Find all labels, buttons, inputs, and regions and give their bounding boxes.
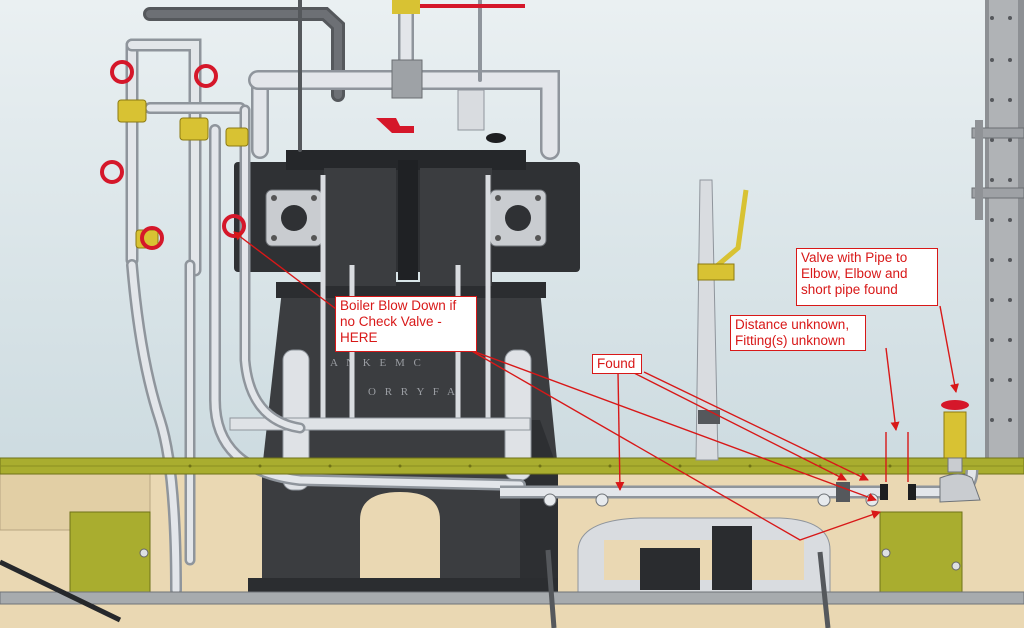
arrow-found-2	[631, 371, 847, 481]
pipe-end-left	[880, 484, 888, 500]
arrow-blowdown-to-valve	[233, 231, 341, 313]
arrow-blowdown-to-pipe	[469, 349, 877, 502]
callout-valve: Valve with Pipe to Elbow, Elbow and shor…	[796, 248, 938, 306]
engine-plate-line1: A N K E M C	[330, 357, 424, 369]
arrow-valve	[939, 305, 959, 393]
lower-machinery	[0, 517, 1024, 628]
pipe-union	[836, 482, 850, 502]
arrow-blowdown-to-floor	[469, 349, 881, 541]
arrow-distance	[885, 347, 900, 431]
arrow-found-1	[615, 371, 625, 491]
right-valve	[941, 400, 969, 473]
elbow-icon	[939, 473, 981, 503]
annotation-arrows	[233, 231, 959, 541]
right-floor-block	[879, 511, 963, 593]
pipe-end-right	[908, 484, 916, 500]
handwheel-icon	[194, 64, 218, 88]
lever-assembly	[695, 179, 749, 461]
engine-plate-line2: O R R Y F A	[368, 386, 458, 398]
callout-distance: Distance unknown, Fitting(s) unknown	[730, 315, 866, 351]
callout-found: Found	[592, 354, 642, 374]
right-flange	[489, 189, 547, 247]
callout-blowdown: Boiler Blow Down if no Check Valve - HER…	[335, 296, 477, 352]
handwheel-icon	[140, 226, 164, 250]
dimension-ticks	[885, 432, 909, 482]
engine-frame: A N K E M C O R R Y F A	[248, 282, 558, 592]
left-floor-block	[69, 511, 151, 593]
handwheel-icon	[100, 160, 124, 184]
handwheel-icon	[110, 60, 134, 84]
left-pipe-tree	[125, 38, 526, 596]
arrow-found-3	[643, 371, 869, 481]
left-flange	[265, 189, 323, 247]
main-deck	[0, 457, 1024, 475]
steel-column	[971, 0, 1024, 465]
